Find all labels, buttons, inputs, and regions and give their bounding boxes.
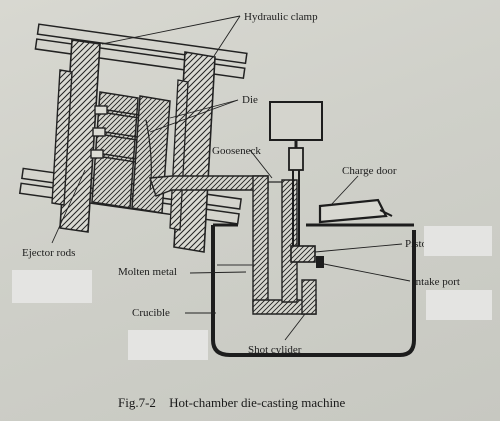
label-crucible: Crucible [132, 307, 170, 319]
figure-number: Fig.7-2 [118, 395, 156, 410]
label-molten-metal: Molten metal [118, 266, 177, 278]
gooseneck [149, 175, 317, 315]
label-intake-port: Intake port [412, 276, 460, 288]
figure-title: Hot-chamber die-casting machine [169, 395, 346, 410]
blank-box-intake [426, 290, 492, 320]
label-shot-cylinder: Shot cylider [248, 344, 302, 356]
plunger-assembly [269, 101, 323, 250]
crucible [211, 223, 416, 357]
left-clamp-platen [51, 39, 101, 233]
label-gooseneck: Gooseneck [212, 145, 261, 157]
blank-box-ejector [12, 270, 92, 303]
charge-door [318, 198, 393, 224]
blank-box-crucible [128, 330, 208, 360]
blank-box-piston [424, 226, 492, 256]
intake-port [316, 256, 324, 268]
right-clamp-platen [169, 51, 216, 253]
label-hydraulic-clamp: Hydraulic clamp [244, 11, 318, 23]
label-ejector-rods: Ejector rods [22, 247, 76, 259]
leader-lines [51, 15, 411, 341]
piston [290, 245, 316, 263]
label-charge-door: Charge door [342, 165, 397, 177]
moving-die-half [91, 91, 139, 209]
upper-tie-rod [34, 23, 248, 80]
label-die: Die [242, 94, 258, 106]
figure-caption: Fig.7-2 Hot-chamber die-casting machine [118, 395, 345, 411]
